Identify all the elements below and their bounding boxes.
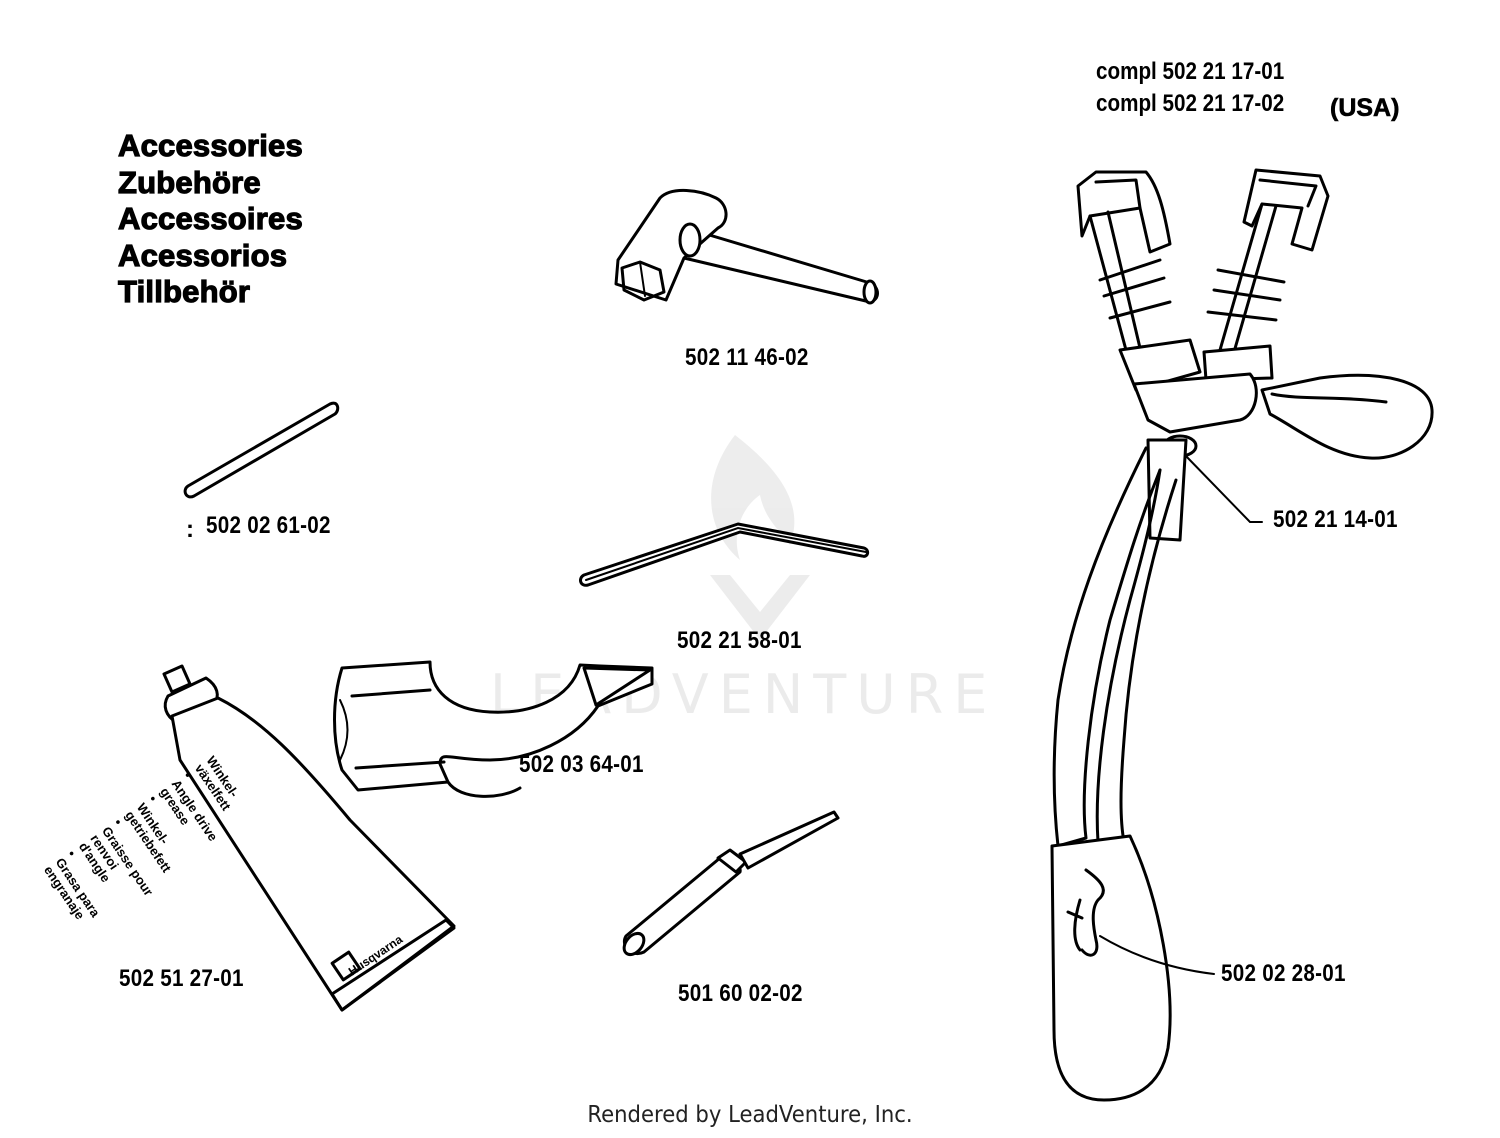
footer-credit: Rendered by LeadVenture, Inc. <box>587 1102 913 1128</box>
grease-tube-drawing <box>162 664 456 1012</box>
usa-label: (USA) <box>1330 94 1400 123</box>
part-number-wrench: 502 11 46-02 <box>685 344 809 371</box>
hex-key-drawing <box>579 522 870 587</box>
harness-drawing <box>1050 168 1434 1102</box>
tube-label-text: Winkel-växelfett•Angle drivegrease•Winke… <box>41 753 261 937</box>
guard-drawing <box>333 660 654 798</box>
part-number-harness-clip: 502 21 14-01 <box>1273 506 1398 533</box>
svg-text:Winkel-växelfett•Angle drivegr: Winkel-växelfett•Angle drivegrease•Winke… <box>41 753 261 937</box>
part-number-grease-tube: 502 51 27-01 <box>119 965 244 992</box>
rod-drawing <box>183 401 340 499</box>
harness-compl-label-2: compl 502 21 17-02 <box>1096 90 1285 117</box>
title-line: Accessories <box>117 127 303 163</box>
file-drawing <box>622 810 840 957</box>
title-line: Acessorios <box>117 237 288 273</box>
part-number-guard: 502 03 64-01 <box>519 751 644 778</box>
part-number-file: 501 60 02-02 <box>678 980 803 1007</box>
wrench-drawing <box>614 189 879 305</box>
title-line: Zubehöre <box>117 164 261 200</box>
rod-marker: : <box>186 516 195 543</box>
part-number-harness-pad: 502 02 28-01 <box>1221 960 1346 987</box>
part-number-hex-key: 502 21 58-01 <box>677 627 802 654</box>
title-line: Tillbehör <box>117 273 251 309</box>
accessories-title: Accessories Zubehöre Accessoires Acessor… <box>117 127 303 311</box>
harness-compl-label-1: compl 502 21 17-01 <box>1096 58 1285 85</box>
part-number-rod: 502 02 61-02 <box>206 512 331 539</box>
title-line: Accessoires <box>117 200 303 236</box>
